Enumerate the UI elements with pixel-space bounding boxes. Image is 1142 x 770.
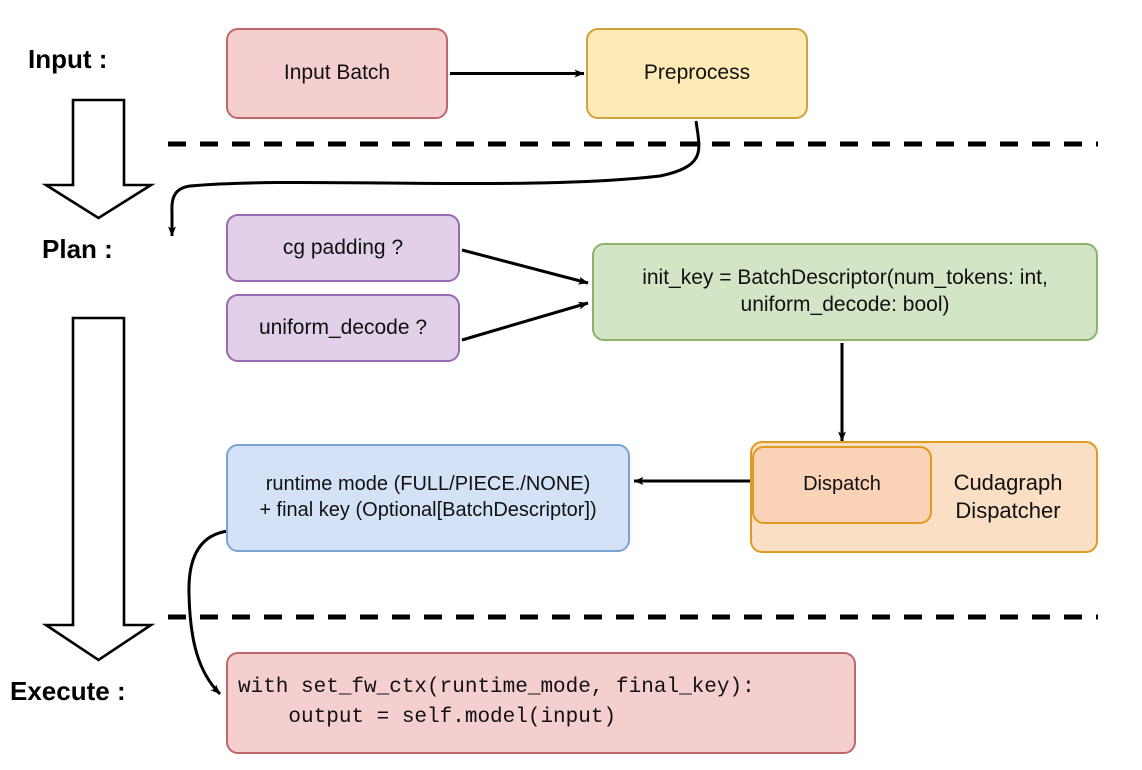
node-preprocess[interactable]: Preprocess: [586, 28, 808, 119]
node-cudagraph-dispatcher-label: Cudagraph Dispatcher: [953, 469, 1063, 523]
plan-to-execute-arrow: [41, 316, 156, 662]
node-batch-descriptor-label: init_key = BatchDescriptor(num_tokens: i…: [642, 266, 1048, 316]
edge-runtime-mode-to-code-block: [187, 529, 229, 696]
node-input-batch[interactable]: Input Batch: [226, 28, 448, 119]
node-code-block[interactable]: with set_fw_ctx(runtime_mode, final_key)…: [226, 652, 856, 754]
node-cg-padding-label: cg padding ?: [282, 235, 404, 259]
node-code-block-label: with set_fw_ctx(runtime_mode, final_key)…: [238, 676, 755, 729]
node-runtime-mode[interactable]: runtime mode (FULL/PIECE./NONE) + final …: [226, 444, 630, 552]
node-batch-descriptor[interactable]: init_key = BatchDescriptor(num_tokens: i…: [592, 243, 1098, 341]
node-input-batch-label: Input Batch: [283, 61, 391, 85]
edge-uniform-decode-to-batch-descriptor: [461, 301, 589, 342]
node-uniform-decode[interactable]: uniform_decode ?: [226, 294, 460, 362]
stage-label-plan: Plan :: [42, 234, 113, 264]
edge-cg-padding-to-batch-descriptor: [461, 248, 589, 285]
stage-label-input: Input :: [28, 44, 108, 74]
stage-label-execute: Execute :: [10, 676, 126, 706]
node-dispatch-label: Dispatch: [803, 473, 881, 496]
node-uniform-decode-label: uniform_decode ?: [258, 315, 428, 339]
input-to-plan-arrow: [41, 98, 156, 220]
node-cg-padding[interactable]: cg padding ?: [226, 214, 460, 282]
node-dispatch[interactable]: Dispatch: [752, 446, 932, 524]
node-preprocess-label: Preprocess: [643, 61, 751, 85]
node-runtime-mode-label: runtime mode (FULL/PIECE./NONE) + final …: [259, 473, 597, 521]
